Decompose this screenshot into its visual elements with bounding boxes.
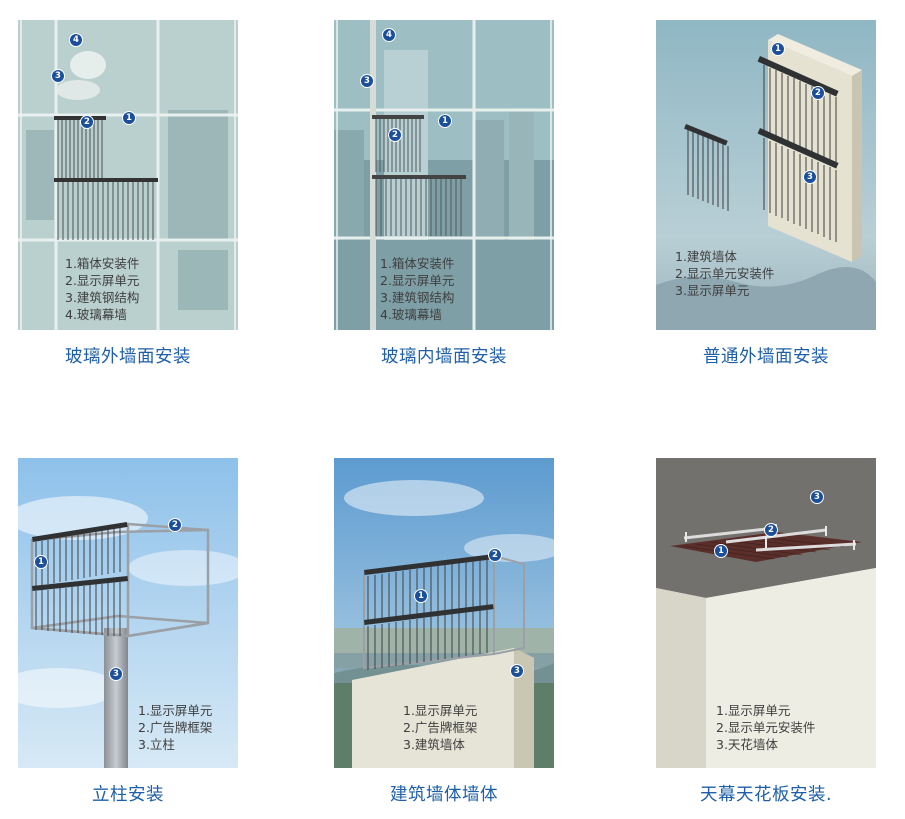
panel-caption: 建筑墙体墙体	[390, 785, 498, 805]
legend-item: 4.玻璃幕墙	[65, 307, 127, 322]
legend-item: 2.显示屏单元	[380, 273, 455, 288]
legend: 1.箱体安装件 2.显示屏单元 3.建筑钢结构 4.玻璃幕墙	[380, 255, 454, 323]
legend-item: 3.显示屏单元	[675, 283, 750, 298]
legend-item: 1.箱体安装件	[65, 256, 140, 271]
callout-badge: 1	[438, 114, 452, 128]
callout-badge: 1	[714, 544, 728, 558]
legend-item: 3.建筑墙体	[403, 737, 465, 752]
callout-badge: 3	[360, 74, 374, 88]
legend-item: 2.广告牌框架	[403, 720, 478, 735]
panel-caption: 天幕天花板安装.	[699, 785, 833, 805]
legend-item: 2.显示单元安装件	[675, 266, 775, 281]
callout-badge: 3	[109, 667, 123, 681]
legend-item: 3.立柱	[138, 737, 175, 752]
callout-badge: 2	[488, 548, 502, 562]
callout-badge: 2	[388, 128, 402, 142]
legend-item: 2.显示屏单元	[65, 273, 140, 288]
callout-badge: 2	[168, 518, 182, 532]
legend-item: 2.显示单元安装件	[716, 720, 816, 735]
callout-badge: 1	[771, 42, 785, 56]
legend-item: 2.广告牌框架	[138, 720, 213, 735]
callout-badge: 1	[34, 555, 48, 569]
legend: 1.箱体安装件 2.显示屏单元 3.建筑钢结构 4.玻璃幕墙	[65, 255, 139, 323]
legend-item: 1.显示屏单元	[403, 703, 478, 718]
callout-badge: 3	[810, 490, 824, 504]
callout-badge: 4	[69, 33, 83, 47]
panel-caption: 立柱安装	[92, 785, 164, 805]
panel-caption: 玻璃外墙面安装	[65, 347, 191, 367]
callout-badge: 1	[122, 111, 136, 125]
legend: 1.显示屏单元 2.广告牌框架 3.立柱	[138, 702, 212, 753]
legend-item: 1.显示屏单元	[716, 703, 791, 718]
legend-item: 4.玻璃幕墙	[380, 307, 442, 322]
callout-badge: 3	[51, 69, 65, 83]
callout-badge: 2	[80, 115, 94, 129]
building-wall-illustration	[334, 458, 554, 768]
glass-interior-illustration	[334, 20, 554, 330]
callout-badge: 3	[803, 170, 817, 184]
legend-item: 1.建筑墙体	[675, 249, 737, 264]
callout-badge: 3	[510, 664, 524, 678]
callout-badge: 4	[382, 28, 396, 42]
ordinary-exterior-illustration	[656, 20, 876, 330]
legend-item: 3.建筑钢结构	[65, 290, 140, 305]
callout-badge: 2	[811, 86, 825, 100]
legend-item: 1.箱体安装件	[380, 256, 455, 271]
callout-badge: 2	[764, 523, 778, 537]
legend: 1.显示屏单元 2.广告牌框架 3.建筑墙体	[403, 702, 477, 753]
legend-item: 1.显示屏单元	[138, 703, 213, 718]
legend: 1.显示屏单元 2.显示单元安装件 3.天花墙体	[716, 702, 815, 753]
legend-item: 3.建筑钢结构	[380, 290, 455, 305]
legend-item: 3.天花墙体	[716, 737, 778, 752]
legend: 1.建筑墙体 2.显示单元安装件 3.显示屏单元	[675, 248, 774, 299]
callout-badge: 1	[414, 589, 428, 603]
panel-caption: 普通外墙面安装	[703, 347, 829, 367]
panel-caption: 玻璃内墙面安装	[381, 347, 507, 367]
column-illustration	[18, 458, 238, 768]
